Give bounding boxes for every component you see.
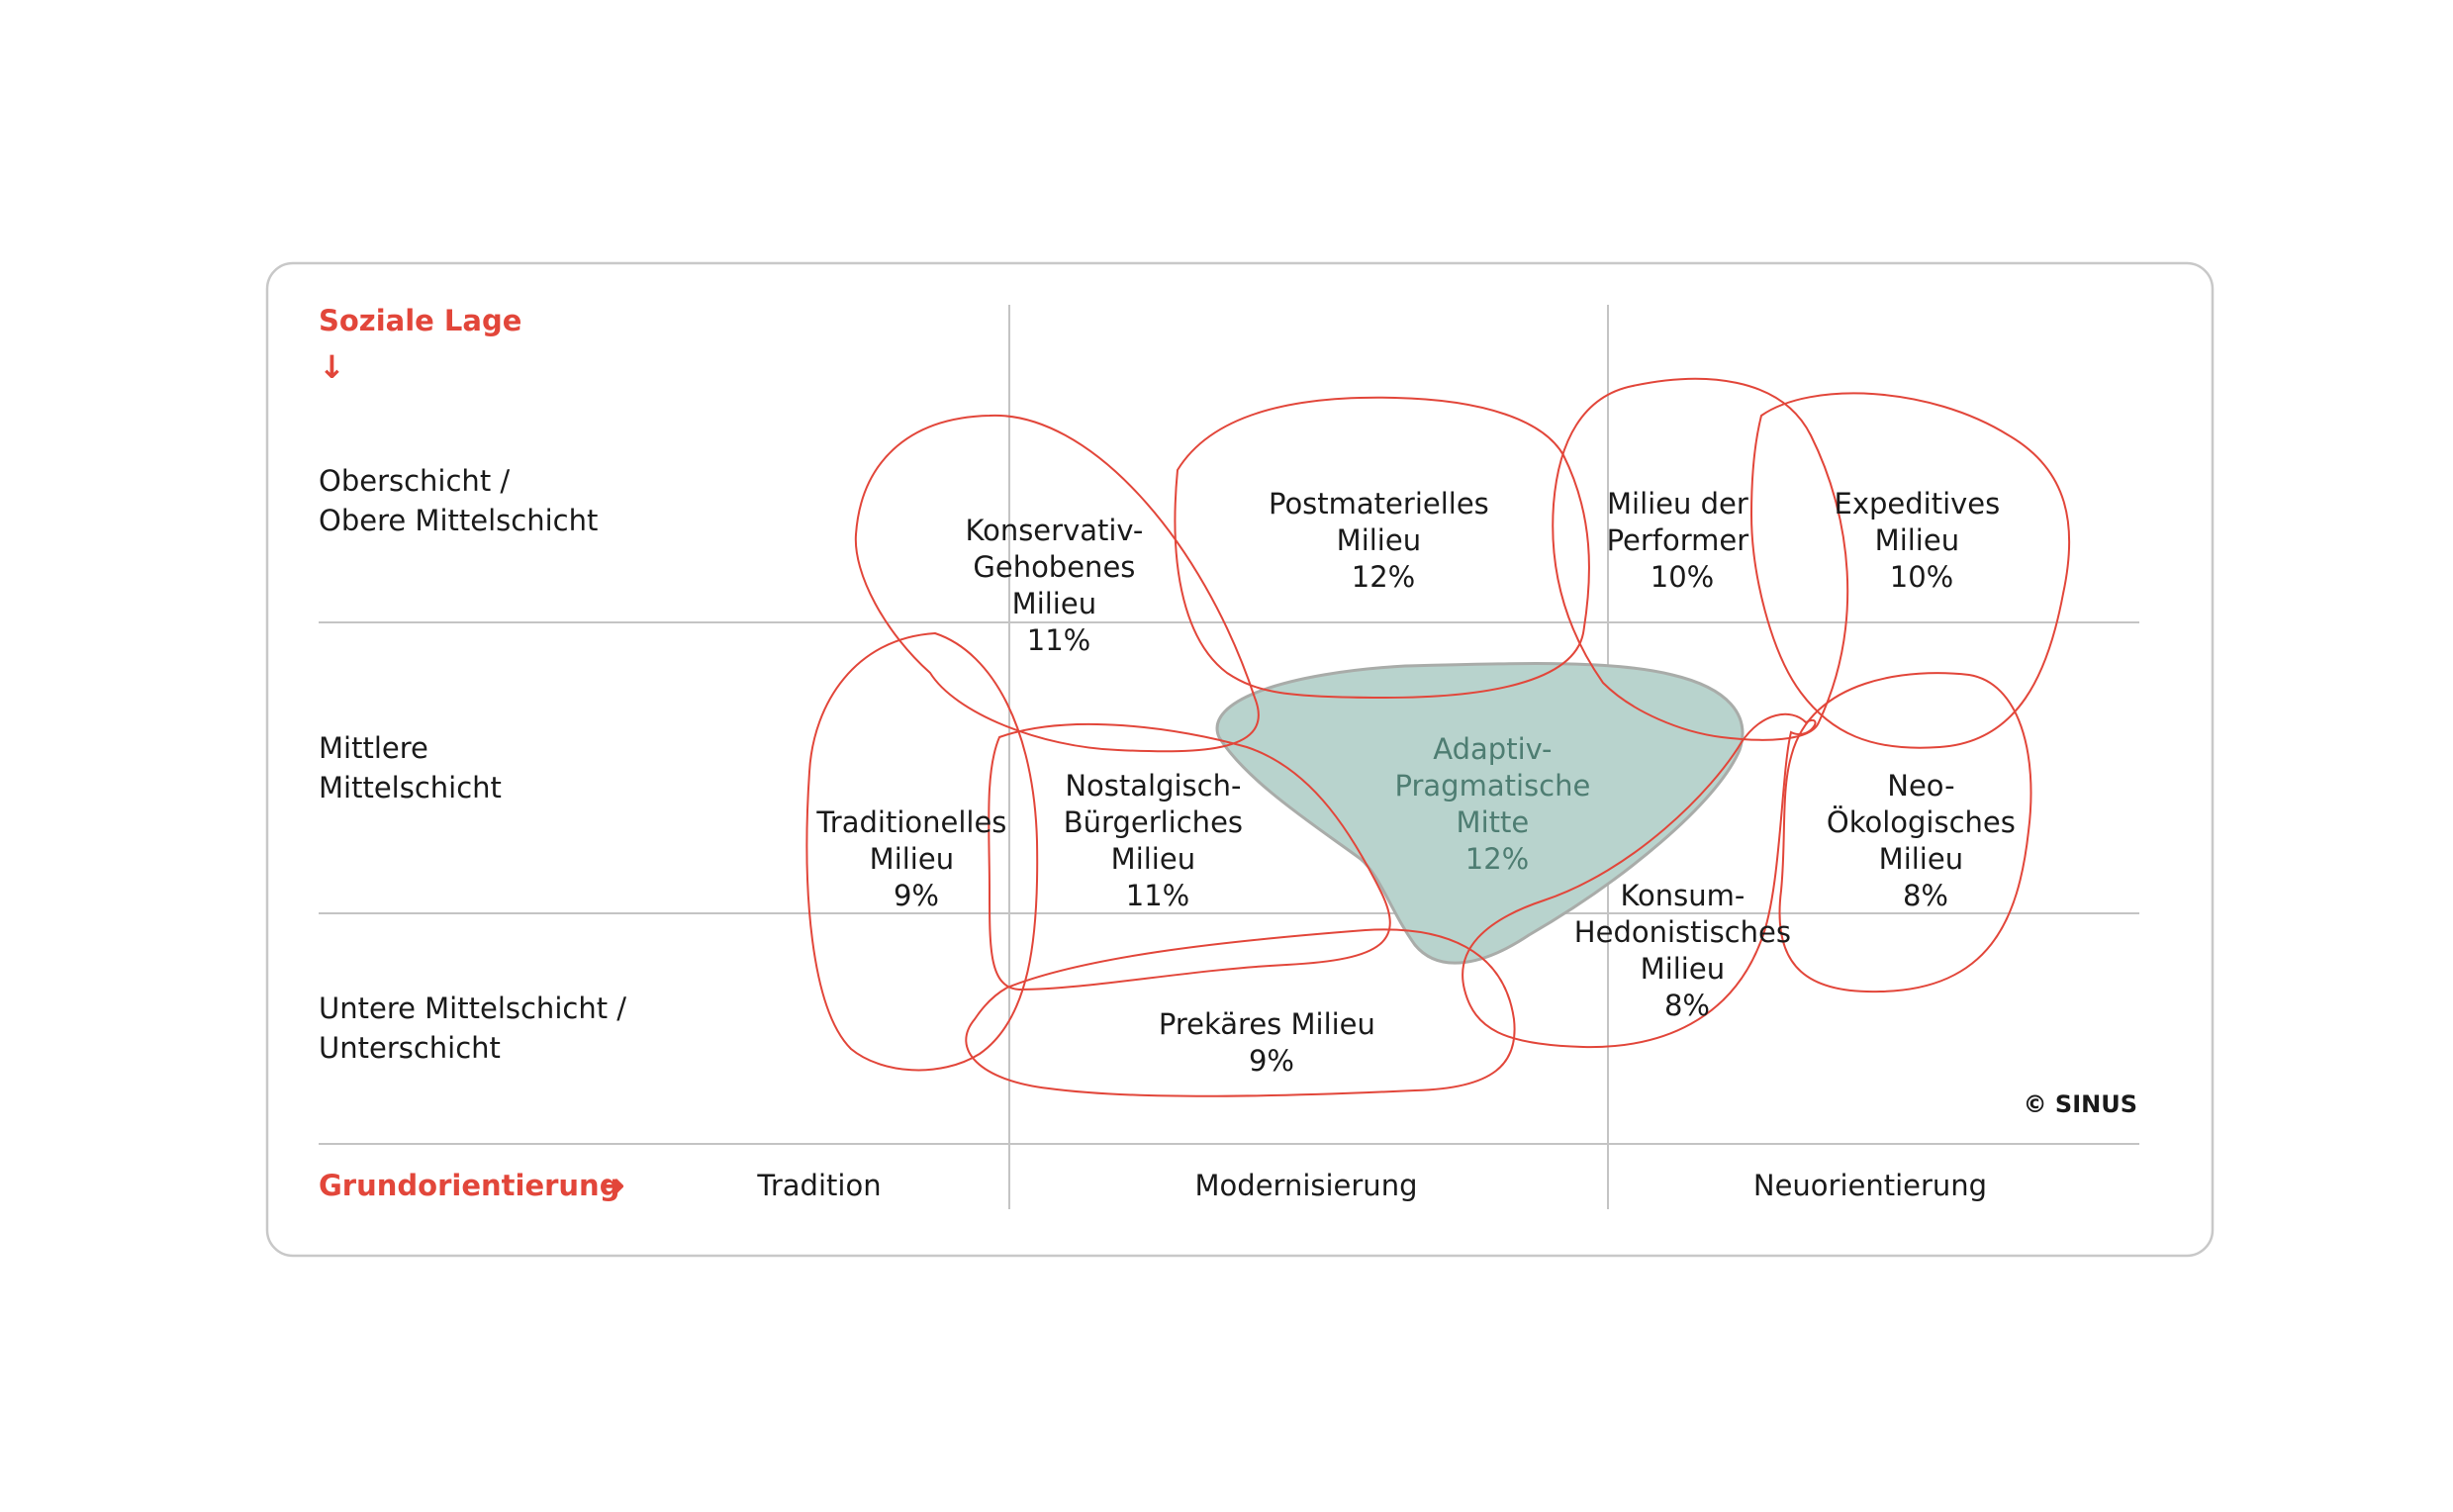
y-axis-arrow-icon: ↓ bbox=[319, 348, 345, 386]
column-label-modernisierung: Modernisierung bbox=[1195, 1169, 1418, 1202]
milieu-label-expeditiv: Expeditives Milieu 10% bbox=[1835, 487, 2010, 594]
performer-milieu-outline bbox=[1552, 377, 1849, 741]
expeditiv-milieu-outline bbox=[1749, 392, 2071, 749]
milieu-labels: Konservativ- Gehobenes Milieu 11% Postma… bbox=[815, 487, 2025, 1078]
milieu-label-adaptiv: Adaptiv- Pragmatische Mitte 12% bbox=[1394, 732, 1599, 876]
row-labels: Oberschicht / Obere Mittelschicht Mittle… bbox=[319, 464, 635, 1065]
row-label-middle: Mittlere Mittelschicht bbox=[319, 731, 502, 804]
postmateriell-milieu-outline bbox=[1174, 396, 1590, 700]
milieu-label-konsum: Konsum- Hedonistisches Milieu 8% bbox=[1574, 879, 1800, 1022]
copyright-note: © SINUS bbox=[2024, 1090, 2137, 1118]
column-label-tradition: Tradition bbox=[756, 1169, 881, 1202]
x-axis-arrow-icon: ➜ bbox=[602, 1169, 625, 1202]
milieu-label-konservativ: Konservativ- Gehobenes Milieu 11% bbox=[966, 514, 1153, 657]
milieu-label-performer: Milieu der Performer 10% bbox=[1607, 487, 1758, 594]
row-label-lower: Untere Mittelschicht / Unterschicht bbox=[319, 992, 635, 1065]
x-axis-title: Grundorientierung bbox=[319, 1169, 619, 1202]
neooeko-milieu-outline bbox=[1778, 672, 2032, 993]
milieu-outlines bbox=[805, 377, 2071, 1097]
traditionell-milieu-outline bbox=[805, 631, 1039, 1072]
y-axis-title: Soziale Lage bbox=[319, 304, 521, 337]
milieu-label-prekaer: Prekäres Milieu 9% bbox=[1159, 1007, 1384, 1078]
konservativ-milieu-outline bbox=[854, 414, 1260, 753]
column-labels: Tradition Modernisierung Neuorientierung bbox=[756, 1169, 1987, 1202]
row-label-upper: Oberschicht / Obere Mittelschicht bbox=[319, 464, 598, 537]
milieu-label-neooeko: Neo- Ökologisches Milieu 8% bbox=[1827, 769, 2025, 912]
milieu-label-nostalgisch: Nostalgisch- Bürgerliches Milieu 11% bbox=[1064, 769, 1252, 912]
nostalgisch-milieu-outline bbox=[988, 722, 1391, 992]
milieu-label-traditionell: Traditionelles Milieu 9% bbox=[815, 805, 1015, 912]
konsum-milieu-outline bbox=[1462, 712, 1817, 1049]
milieu-label-postmateriell: Postmaterielles Milieu 12% bbox=[1269, 487, 1498, 594]
prekaer-milieu-outline bbox=[965, 928, 1516, 1097]
column-label-neuorientierung: Neuorientierung bbox=[1753, 1169, 1987, 1202]
